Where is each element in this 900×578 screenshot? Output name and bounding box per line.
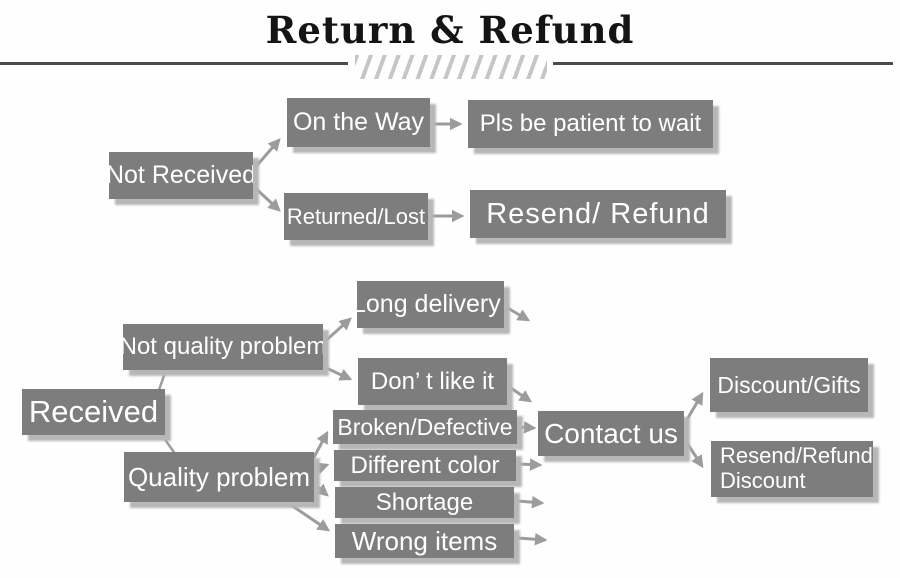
- node-label: Don’ t like it: [370, 367, 495, 395]
- node-label: Pls be patient to wait: [479, 110, 702, 137]
- node-different-color: Different color: [334, 450, 516, 481]
- node-label: Shortage: [375, 488, 474, 516]
- node-broken-defective: Broken/Defective: [333, 410, 517, 444]
- node-label: Discount/Gifts: [717, 371, 861, 398]
- node-label: Returned/Lost: [286, 203, 426, 229]
- node-quality-problem: Quality problem: [124, 452, 314, 502]
- node-label-line1: Resend/Refund/: [720, 443, 873, 469]
- node-label: Broken/Defective: [337, 413, 513, 440]
- node-label: Wrong items: [351, 525, 498, 556]
- hatch-divider-decoration: [355, 55, 547, 79]
- node-label: Contact us: [544, 417, 678, 449]
- node-label: Received: [28, 394, 159, 429]
- node-on-the-way: On the Way: [287, 98, 430, 147]
- node-returned-lost: Returned/Lost: [284, 193, 428, 240]
- node-pls-be-patient: Pls be patient to wait: [468, 100, 713, 148]
- node-not-quality-problem: Not quality problem: [123, 324, 323, 370]
- node-long-delivery: Long delivery: [357, 281, 504, 328]
- node-wrong-items: Wrong items: [335, 524, 514, 558]
- node-label: Resend/ Refund: [486, 197, 710, 230]
- node-label: Long delivery: [357, 290, 501, 318]
- page-title: Return & Refund: [265, 8, 635, 52]
- title-rule-left: [0, 62, 348, 65]
- node-dont-like-it: Don’ t like it: [358, 358, 507, 405]
- node-resend-refund: Resend/ Refund: [470, 190, 726, 238]
- node-label: Not quality problem: [123, 333, 323, 360]
- node-label: On the Way: [292, 108, 425, 136]
- node-shortage: Shortage: [335, 487, 514, 518]
- node-not-received: Not Received: [109, 152, 253, 199]
- node-discount-gifts: Discount/Gifts: [710, 358, 868, 412]
- title-rule-right: [553, 62, 893, 65]
- node-label: Quality problem: [127, 461, 311, 492]
- node-contact-us: Contact us: [538, 411, 684, 456]
- node-label: Not Received: [109, 161, 253, 189]
- node-label-line2: Discount: [720, 468, 806, 493]
- node-label: Different color: [350, 451, 500, 479]
- node-received: Received: [22, 389, 165, 435]
- node-resend-refund-discount: Resend/Refund/ Discount: [711, 441, 873, 497]
